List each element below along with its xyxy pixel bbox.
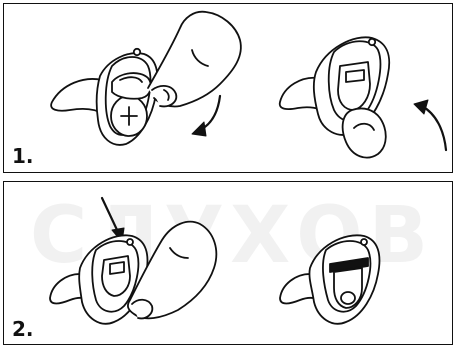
door-bar: [329, 257, 369, 273]
finger: [127, 220, 218, 320]
insert-arrow: [100, 196, 120, 234]
hearing-aid-insert-illustration: [49, 196, 218, 325]
step-1-label: 1.: [12, 144, 34, 168]
battery-door: [101, 255, 131, 297]
finger: [147, 10, 242, 108]
hearing-aid-pull-door-illustration: [278, 36, 448, 159]
hearing-aid-open-door-illustration: [50, 10, 242, 146]
step-1-panel: 1.: [3, 3, 453, 173]
thumb: [341, 107, 387, 159]
shell-canal: [50, 78, 105, 115]
step-2-label: 2.: [12, 317, 34, 341]
close-arrow: [420, 104, 448, 152]
hearing-aid-closed-illustration: [279, 234, 381, 325]
step-2-panel: 2.: [3, 181, 453, 345]
